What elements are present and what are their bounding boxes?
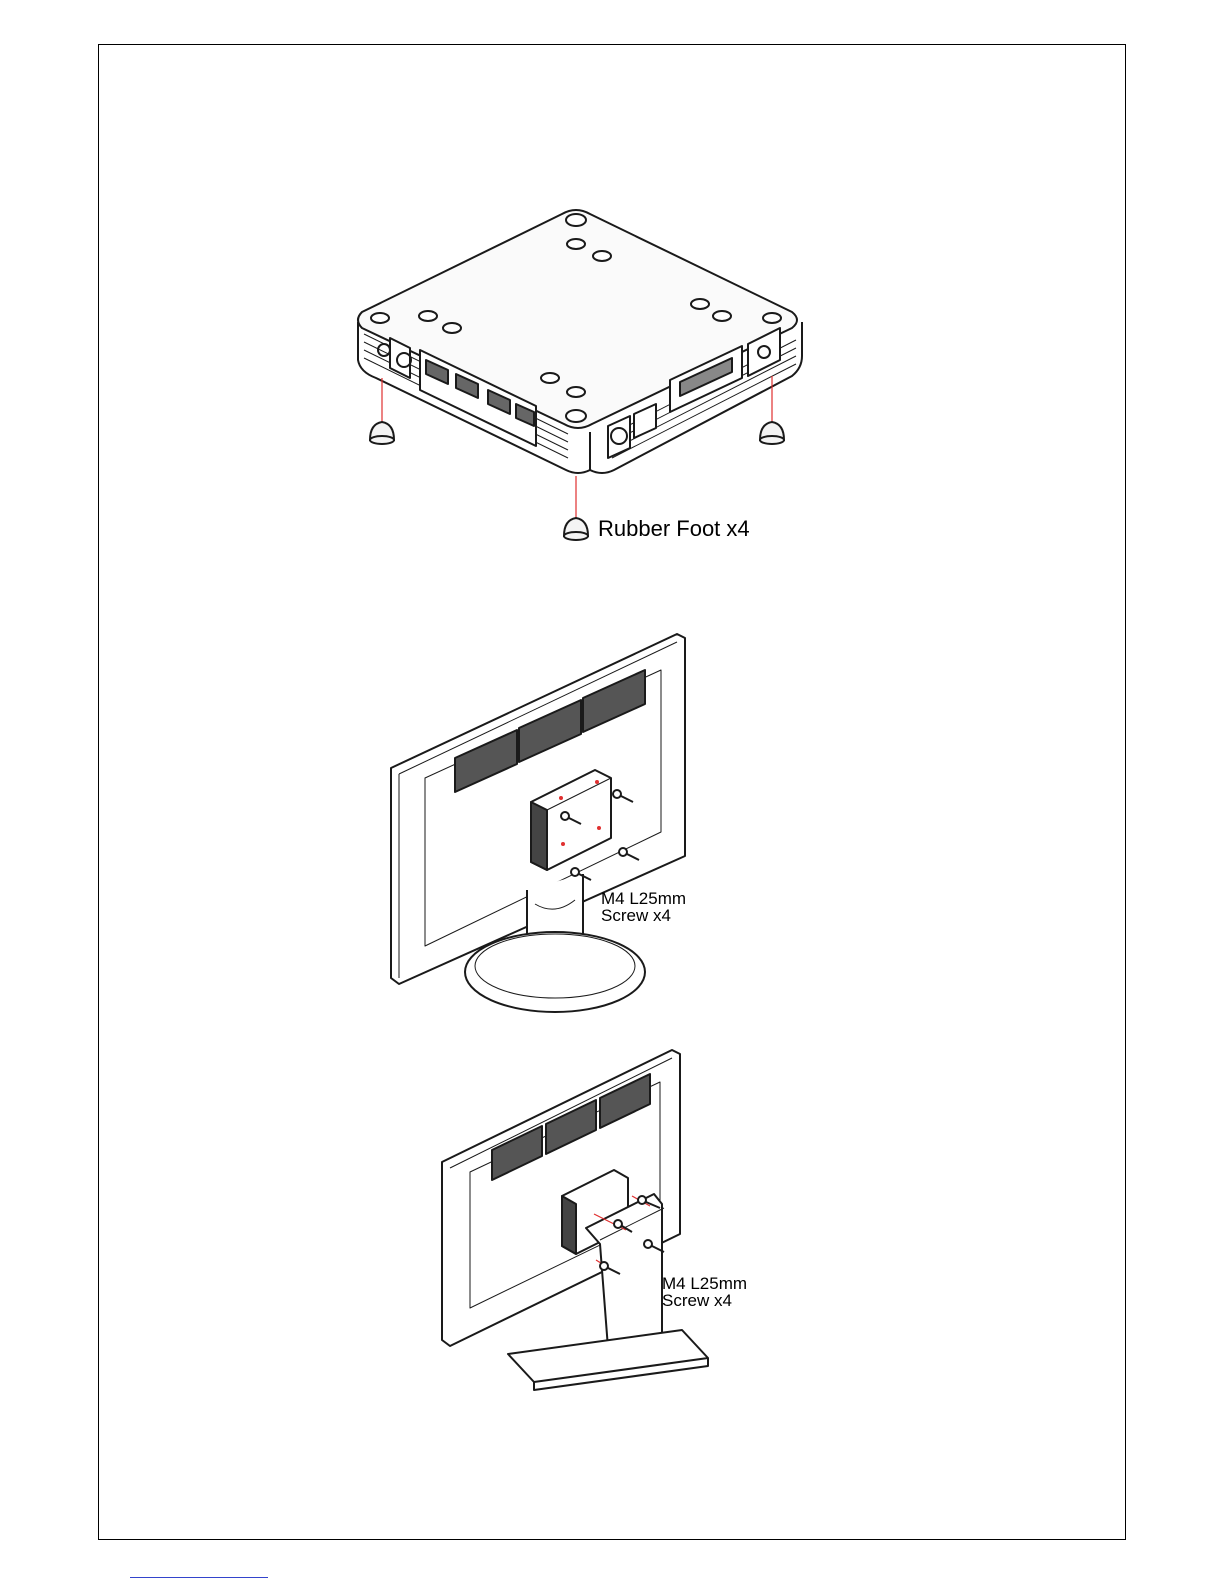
screw-label-2-line2: Screw x4 [662, 1292, 747, 1309]
monitor-round-base-illustration [385, 628, 705, 1018]
screw-label-2: M4 L25mm Screw x4 [662, 1275, 747, 1309]
rubber-foot-label: Rubber Foot x4 [598, 518, 750, 540]
mini-pc-bottom-illustration [340, 200, 820, 560]
rubber-foot-figure [340, 200, 820, 560]
screw-label-1-line1: M4 L25mm [601, 890, 686, 907]
monitor-rect-base-illustration [436, 1044, 736, 1414]
screw-label-2-line1: M4 L25mm [662, 1275, 747, 1292]
screw-label-1-line2: Screw x4 [601, 907, 686, 924]
screw-label-1: M4 L25mm Screw x4 [601, 890, 686, 924]
footer-link-underline [130, 1577, 268, 1578]
monitor-mount-figure-2 [436, 1044, 736, 1414]
monitor-mount-figure-1 [385, 628, 705, 1018]
